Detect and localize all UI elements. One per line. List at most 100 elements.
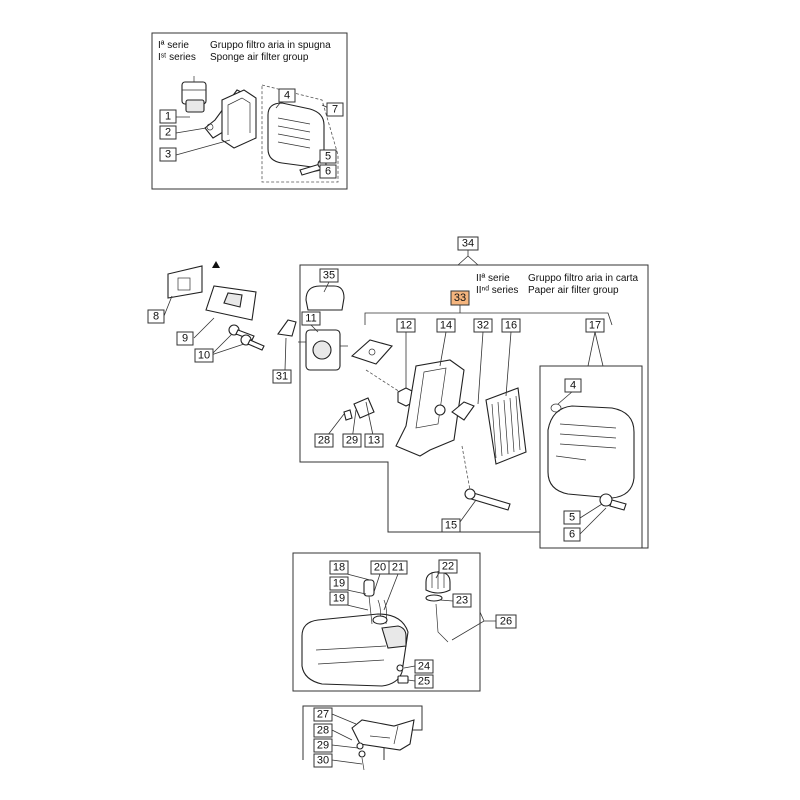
callout-29-bottom: 29: [313, 738, 333, 753]
stud-13-part: [343, 397, 375, 421]
svg-text:3: 3: [165, 149, 171, 161]
bolt-5-6-part: [599, 493, 627, 511]
sponge-filter-cover-part: [267, 102, 325, 168]
fuel-tank-group-frame: [292, 552, 481, 692]
callout-g1-1: 1: [159, 109, 177, 124]
svg-text:6: 6: [325, 166, 331, 178]
svg-text:17: 17: [589, 320, 601, 332]
group2-title-it: Gruppo filtro aria in carta: [528, 273, 638, 284]
svg-text:15: 15: [445, 520, 457, 532]
callout-g1-7: 7: [326, 102, 344, 117]
callout-12: 12: [396, 318, 416, 333]
svg-text:29: 29: [346, 435, 358, 447]
filter-cover-17-part: [547, 403, 635, 499]
svg-text:33: 33: [454, 292, 466, 304]
svg-text:19: 19: [333, 593, 345, 605]
svg-text:19: 19: [333, 578, 345, 590]
callout-18: 18: [329, 560, 349, 575]
svg-text:29: 29: [317, 740, 329, 752]
group1-title-en: Sponge air filter group: [210, 52, 309, 63]
callout-g1-4: 4: [278, 88, 296, 103]
svg-text:10: 10: [198, 350, 210, 362]
svg-text:9: 9: [182, 333, 188, 345]
svg-text:34: 34: [462, 238, 474, 250]
callout-29: 29: [342, 433, 362, 448]
svg-text:20: 20: [374, 562, 386, 574]
protection-plate-part: [351, 719, 415, 751]
svg-text:28: 28: [318, 435, 330, 447]
svg-text:12: 12: [400, 320, 412, 332]
callout-20: 20: [370, 560, 390, 575]
group1-series-en: Iˢᵗ series: [158, 52, 196, 63]
svg-text:35: 35: [323, 270, 335, 282]
svg-text:22: 22: [442, 561, 454, 573]
callout-4-paper: 4: [564, 378, 582, 393]
svg-text:26: 26: [500, 616, 512, 628]
callout-35: 35: [319, 268, 339, 283]
svg-text:11: 11: [305, 313, 316, 325]
callout-25: 25: [414, 674, 434, 689]
filter-plate-small-part: [221, 89, 257, 149]
plate-gasket-part: [350, 339, 394, 365]
callout-26: 26: [495, 614, 517, 629]
svg-text:13: 13: [368, 435, 380, 447]
screw-washer-part: [356, 742, 366, 771]
screws-10-part: [228, 324, 265, 351]
svg-text:28: 28: [317, 725, 329, 737]
svg-text:4: 4: [284, 90, 290, 102]
callout-31: 31: [272, 369, 292, 384]
svg-text:23: 23: [456, 595, 468, 607]
callout-15: 15: [441, 518, 461, 533]
svg-text:7: 7: [332, 104, 338, 116]
callout-33: 33: [450, 290, 470, 306]
callout-g1-5: 5: [319, 149, 337, 164]
callout-28: 28: [314, 433, 334, 448]
svg-text:32: 32: [477, 320, 489, 332]
svg-text:14: 14: [440, 320, 452, 332]
gasket-8-part: [167, 265, 203, 299]
callout-16: 16: [501, 318, 521, 333]
callout-6-paper: 6: [563, 527, 581, 542]
callout-10: 10: [194, 348, 214, 363]
callout-14: 14: [436, 318, 456, 333]
callout-27: 27: [313, 707, 333, 722]
cover-dashed-outline: [261, 84, 339, 183]
cap-strap-23-part: [425, 594, 449, 643]
svg-text:25: 25: [418, 676, 430, 688]
group1-series-it: Iª serie: [158, 40, 189, 51]
group2-title-en: Paper air filter group: [528, 285, 619, 296]
callout-5-paper: 5: [563, 510, 581, 525]
callout-g1-3: 3: [159, 147, 177, 162]
sponge-filter-group-frame: [151, 32, 348, 190]
svg-text:4: 4: [570, 380, 576, 392]
filter-base-14-part: [395, 359, 465, 457]
fuel-hoses-part: [372, 599, 388, 625]
filter-cover-sub-frame: [539, 365, 643, 549]
callout-24: 24: [414, 659, 434, 674]
svg-text:8: 8: [153, 311, 159, 323]
svg-text:24: 24: [418, 661, 430, 673]
group2-series-en: IIⁿᵈ series: [476, 285, 518, 296]
group2-series-it: IIª serie: [476, 273, 510, 284]
callout-23: 23: [452, 593, 472, 608]
callout-34: 34: [457, 236, 479, 251]
svg-text:21: 21: [392, 562, 404, 574]
svg-text:1: 1: [165, 111, 171, 123]
callout-28-bottom: 28: [313, 723, 333, 738]
callout-11: 11: [301, 311, 321, 326]
callout-19-a: 19: [329, 576, 349, 591]
svg-text:31: 31: [276, 371, 288, 383]
fuel-tank-part: [301, 613, 409, 687]
callout-8: 8: [147, 309, 165, 324]
paper-filter-16-part: [485, 387, 527, 465]
clip-31-part: [277, 319, 297, 337]
bolt-15-part: [464, 488, 511, 511]
callout-22: 22: [438, 559, 458, 574]
callout-g1-2: 2: [159, 125, 177, 140]
callout-21: 21: [388, 560, 408, 575]
svg-text:16: 16: [505, 320, 517, 332]
callout-32: 32: [473, 318, 493, 333]
fuel-cap-22-part: [425, 571, 451, 594]
svg-text:27: 27: [317, 709, 329, 721]
